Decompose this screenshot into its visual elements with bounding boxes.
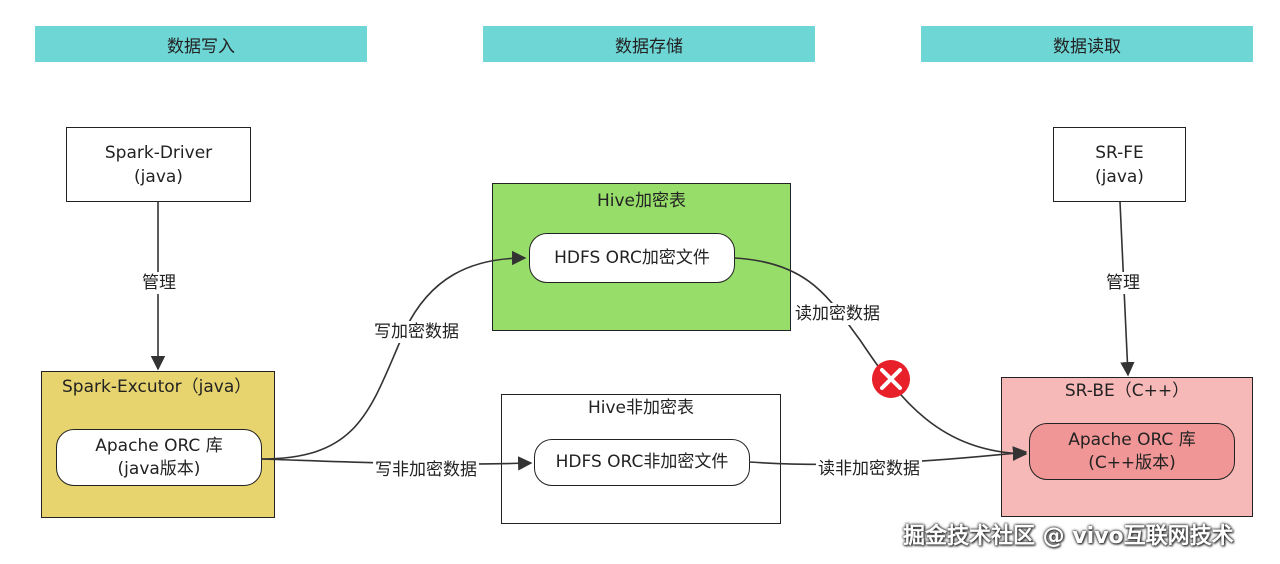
hive-plain-title: Hive非加密表 bbox=[587, 398, 695, 418]
spark-executor-title: Spark-Excutor（java） bbox=[62, 377, 252, 397]
edge-read-encrypted bbox=[733, 257, 1028, 461]
spark-orc-library[interactable]: Apache ORC 库 (java版本) bbox=[56, 429, 262, 486]
header-data-write: 数据写入 bbox=[35, 26, 367, 62]
label-write-encrypted: 写加密数据 bbox=[372, 321, 461, 343]
label-read-plain: 读非加密数据 bbox=[816, 458, 922, 480]
sr-be-container[interactable]: SR-BE（C++） Apache ORC 库 (C++版本) bbox=[1001, 377, 1253, 517]
cross-circle-icon bbox=[872, 360, 910, 398]
watermark: 掘金技术社区 @ vivo互联网技术 bbox=[903, 524, 1234, 549]
sr-orc-library[interactable]: Apache ORC 库 (C++版本) bbox=[1029, 423, 1235, 480]
label-read-encrypted: 读加密数据 bbox=[793, 303, 882, 325]
sr-be-title: SR-BE（C++） bbox=[1064, 381, 1190, 401]
edge-write-encrypted bbox=[260, 250, 527, 460]
header-data-storage: 数据存储 bbox=[483, 26, 815, 62]
hdfs-orc-plain-file[interactable]: HDFS ORC非加密文件 bbox=[534, 439, 750, 486]
label-write-plain: 写非加密数据 bbox=[373, 459, 479, 481]
label-manage-left: 管理 bbox=[140, 272, 178, 294]
spark-driver-node[interactable]: Spark-Driver (java) bbox=[66, 127, 251, 202]
hive-plain-table[interactable]: Hive非加密表 HDFS ORC非加密文件 bbox=[501, 394, 781, 524]
hive-encrypted-title: Hive加密表 bbox=[596, 191, 687, 211]
sr-fe-node[interactable]: SR-FE (java) bbox=[1053, 127, 1186, 202]
spark-executor-container[interactable]: Spark-Excutor（java） Apache ORC 库 (java版本… bbox=[41, 371, 275, 518]
hive-encrypted-table[interactable]: Hive加密表 HDFS ORC加密文件 bbox=[492, 183, 791, 331]
label-manage-right: 管理 bbox=[1104, 272, 1142, 294]
header-data-read: 数据读取 bbox=[921, 26, 1253, 62]
